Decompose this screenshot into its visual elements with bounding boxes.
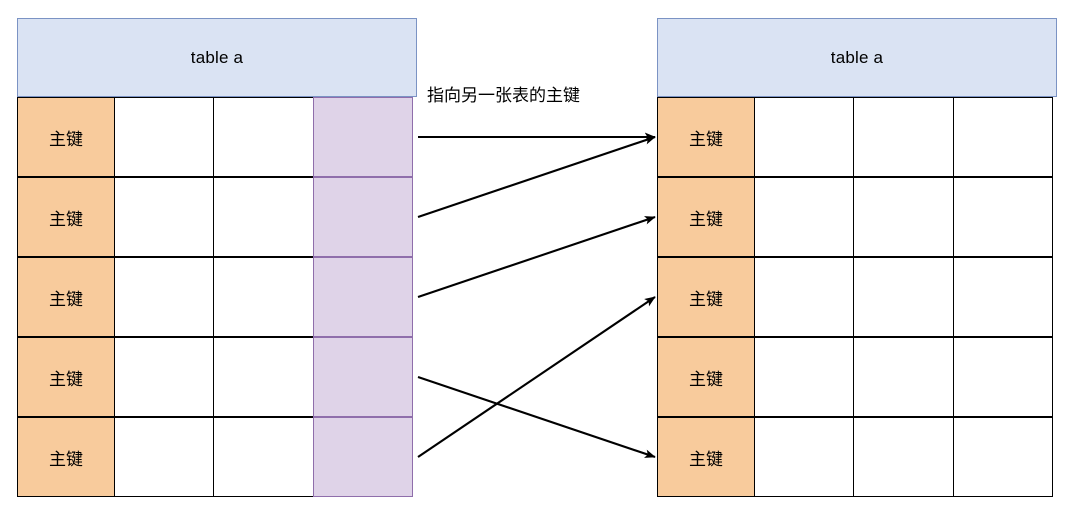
table-cell[interactable] [853, 177, 955, 257]
foreign-key-cell[interactable] [312, 257, 413, 337]
table-cell[interactable] [853, 337, 955, 417]
table-cell[interactable] [213, 97, 315, 177]
table-cell[interactable] [753, 257, 855, 337]
foreign-key-cell[interactable] [312, 337, 413, 417]
table-cell[interactable] [753, 177, 855, 257]
table-cell[interactable] [753, 417, 855, 497]
table-cell[interactable] [753, 337, 855, 417]
primary-key-cell[interactable]: 主键 [17, 417, 115, 497]
table-row[interactable]: 主键 [657, 97, 1057, 177]
table-cell[interactable] [952, 97, 1053, 177]
table-cell[interactable] [113, 257, 215, 337]
table-cell[interactable] [213, 337, 315, 417]
table-cell[interactable] [113, 417, 215, 497]
primary-key-cell[interactable]: 主键 [657, 337, 755, 417]
table-row[interactable]: 主键 [17, 257, 417, 337]
table-cell[interactable] [113, 177, 215, 257]
primary-key-cell[interactable]: 主键 [17, 97, 115, 177]
right-table-title: table a [657, 18, 1057, 97]
table-cell[interactable] [952, 257, 1053, 337]
foreign-key-arrow [417, 376, 656, 458]
left-table-title: table a [17, 18, 417, 97]
foreign-key-arrow [417, 136, 656, 218]
table-row[interactable]: 主键 [17, 337, 417, 417]
table-row[interactable]: 主键 [17, 417, 417, 497]
table-row[interactable]: 主键 [657, 337, 1057, 417]
table-cell[interactable] [213, 417, 315, 497]
table-row[interactable]: 主键 [657, 257, 1057, 337]
table-row[interactable]: 主键 [657, 177, 1057, 257]
foreign-key-cell[interactable] [312, 417, 413, 497]
right-table[interactable]: table a 主键主键主键主键主键 [657, 18, 1057, 497]
primary-key-cell[interactable]: 主键 [657, 97, 755, 177]
primary-key-cell[interactable]: 主键 [17, 257, 115, 337]
foreign-key-cell[interactable] [312, 177, 413, 257]
primary-key-cell[interactable]: 主键 [657, 177, 755, 257]
foreign-key-arrow [417, 296, 656, 458]
table-cell[interactable] [853, 97, 955, 177]
table-row[interactable]: 主键 [657, 417, 1057, 497]
primary-key-cell[interactable]: 主键 [657, 257, 755, 337]
table-cell[interactable] [213, 257, 315, 337]
table-cell[interactable] [213, 177, 315, 257]
left-table[interactable]: table a 主键主键主键主键主键 [17, 18, 417, 497]
primary-key-cell[interactable]: 主键 [17, 337, 115, 417]
foreign-key-arrow [417, 216, 656, 298]
table-cell[interactable] [753, 97, 855, 177]
table-cell[interactable] [113, 97, 215, 177]
table-cell[interactable] [853, 417, 955, 497]
table-row[interactable]: 主键 [17, 97, 417, 177]
left-table-body: 主键主键主键主键主键 [17, 97, 417, 497]
primary-key-cell[interactable]: 主键 [657, 417, 755, 497]
primary-key-cell[interactable]: 主键 [17, 177, 115, 257]
table-cell[interactable] [113, 337, 215, 417]
table-cell[interactable] [952, 177, 1053, 257]
foreign-key-cell[interactable] [312, 97, 413, 177]
connector-label: 指向另一张表的主键 [427, 86, 580, 105]
table-cell[interactable] [952, 337, 1053, 417]
table-cell[interactable] [853, 257, 955, 337]
right-table-body: 主键主键主键主键主键 [657, 97, 1057, 497]
table-cell[interactable] [952, 417, 1053, 497]
table-row[interactable]: 主键 [17, 177, 417, 257]
